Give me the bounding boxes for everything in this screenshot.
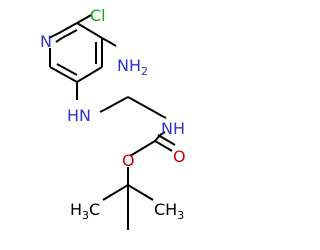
atom-methyl-right-ch: CH: [154, 200, 177, 219]
atom-amino-subscript: 2: [141, 65, 148, 78]
bond-c4-c5: [76, 66, 103, 83]
bond-c3-nh2: [101, 37, 112, 44]
atom-methyl-right-subscript: 3: [177, 209, 184, 222]
molecule-drawing: N Cl NH2 HN NH O O H3C CH3: [40, 6, 186, 230]
atom-methyl-left-h: H: [70, 200, 82, 219]
bond-n1-c2-b: [58, 22, 78, 34]
bond-cq-ch3-right: [127, 184, 154, 201]
atom-amino-group: NH2: [117, 56, 148, 78]
bond-carbonyl-c-o-2-color: [169, 141, 176, 146]
atom-carbonyl-oxygen: O: [173, 147, 186, 166]
pyridine-ring: [48, 22, 103, 83]
molecule-structure: N Cl NH2 HN NH O O H3C CH3: [40, 6, 186, 230]
bond-ch2-nh: [154, 111, 163, 117]
bond-nh-ch2-b: [105, 96, 129, 110]
atom-methyl-right: CH3: [154, 200, 184, 222]
bond-n1-c2: [48, 32, 60, 39]
double-bond-n1-c2: [55, 37, 63, 43]
bond-c2-cl-color: [85, 14, 92, 19]
bond-carbonyl-c-o-2: [157, 134, 171, 143]
atom-amino-nh: NH: [117, 56, 141, 75]
atom-carbamate-nh: NH: [161, 119, 185, 138]
bond-nh-carbonyl-c: [159, 131, 166, 136]
bond-c2-cl: [76, 17, 87, 24]
bond-ch2-nh-color: [161, 115, 167, 119]
atom-ester-oxygen: O: [122, 151, 135, 170]
bond-c5-c6: [49, 66, 78, 83]
bond-nh-ch2: [99, 108, 107, 113]
atom-linker-nh: HN: [67, 106, 91, 125]
atom-methyl-left-subscript: 3: [82, 209, 89, 222]
double-bond-n1-c2-b: [61, 29, 78, 39]
bond-carbonyl-c-ester-o: [129, 140, 156, 157]
bond-ch2-ch2: [127, 96, 156, 113]
atom-methyl-left: H3C: [70, 200, 100, 222]
atom-chlorine: Cl: [90, 6, 106, 25]
atom-methyl-left-c: C: [89, 200, 100, 219]
bond-c3-nh2-color: [110, 42, 117, 47]
atom-ring-nitrogen: N: [40, 32, 52, 51]
double-bond-c5-c6: [56, 63, 78, 76]
bond-cq-ch3-left: [102, 184, 129, 201]
bond-carbonyl-c-o-1: [154, 140, 168, 149]
bond-carbonyl-c-o-1-color: [166, 147, 173, 152]
bond-c2-c3: [76, 22, 103, 39]
